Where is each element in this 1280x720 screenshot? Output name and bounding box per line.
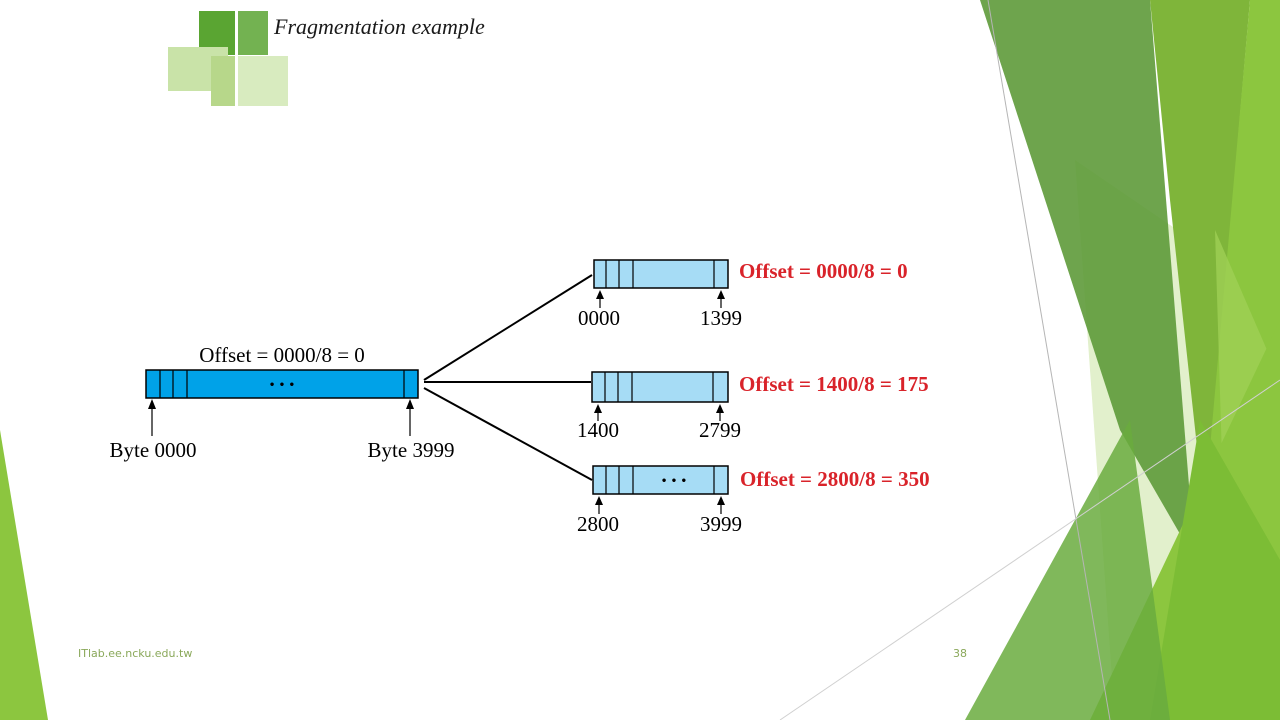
original-offset-label: Offset = 0000/8 = 0 xyxy=(199,343,365,367)
fragment-2-offset-label: Offset = 1400/8 = 175 xyxy=(739,372,929,396)
original-datagram: Offset = 0000/8 = 0 • • • Byte 0000 Byte… xyxy=(110,343,455,462)
fragment-3-start: 2800 xyxy=(577,512,619,536)
page-number: 38 xyxy=(953,647,967,660)
left-accent-shape xyxy=(0,430,48,720)
corner-logo xyxy=(168,0,288,110)
fragment-1: 0000 1399 Offset = 0000/8 = 0 xyxy=(578,259,908,330)
fragment-2: 1400 2799 Offset = 1400/8 = 175 xyxy=(577,371,929,442)
footer-site: ITlab.ee.ncku.edu.tw xyxy=(78,647,193,660)
fragment-2-end: 2799 xyxy=(699,418,741,442)
fragment-3: • • • 2800 3999 Offset = 2800/8 = 350 xyxy=(577,465,930,536)
fragment-3-ellipsis: • • • xyxy=(661,476,687,487)
fragment-1-end: 1399 xyxy=(700,306,742,330)
original-ellipsis: • • • xyxy=(269,380,295,391)
fragment-1-bar xyxy=(593,259,729,289)
fragment-2-start: 1400 xyxy=(577,418,619,442)
original-start-byte: Byte 0000 xyxy=(110,438,197,462)
original-packet-bar xyxy=(145,369,419,399)
right-accent-shapes xyxy=(779,0,1280,720)
fragment-3-end: 3999 xyxy=(700,512,742,536)
fragment-2-bar xyxy=(591,371,729,403)
fragment-connectors xyxy=(423,274,593,481)
fragment-1-start: 0000 xyxy=(578,306,620,330)
original-end-byte: Byte 3999 xyxy=(368,438,455,462)
slide-title: Fragmentation example xyxy=(274,14,485,39)
fragment-3-offset-label: Offset = 2800/8 = 350 xyxy=(740,467,930,491)
fragment-1-offset-label: Offset = 0000/8 = 0 xyxy=(739,259,908,283)
fragment-3-bar xyxy=(592,465,729,495)
